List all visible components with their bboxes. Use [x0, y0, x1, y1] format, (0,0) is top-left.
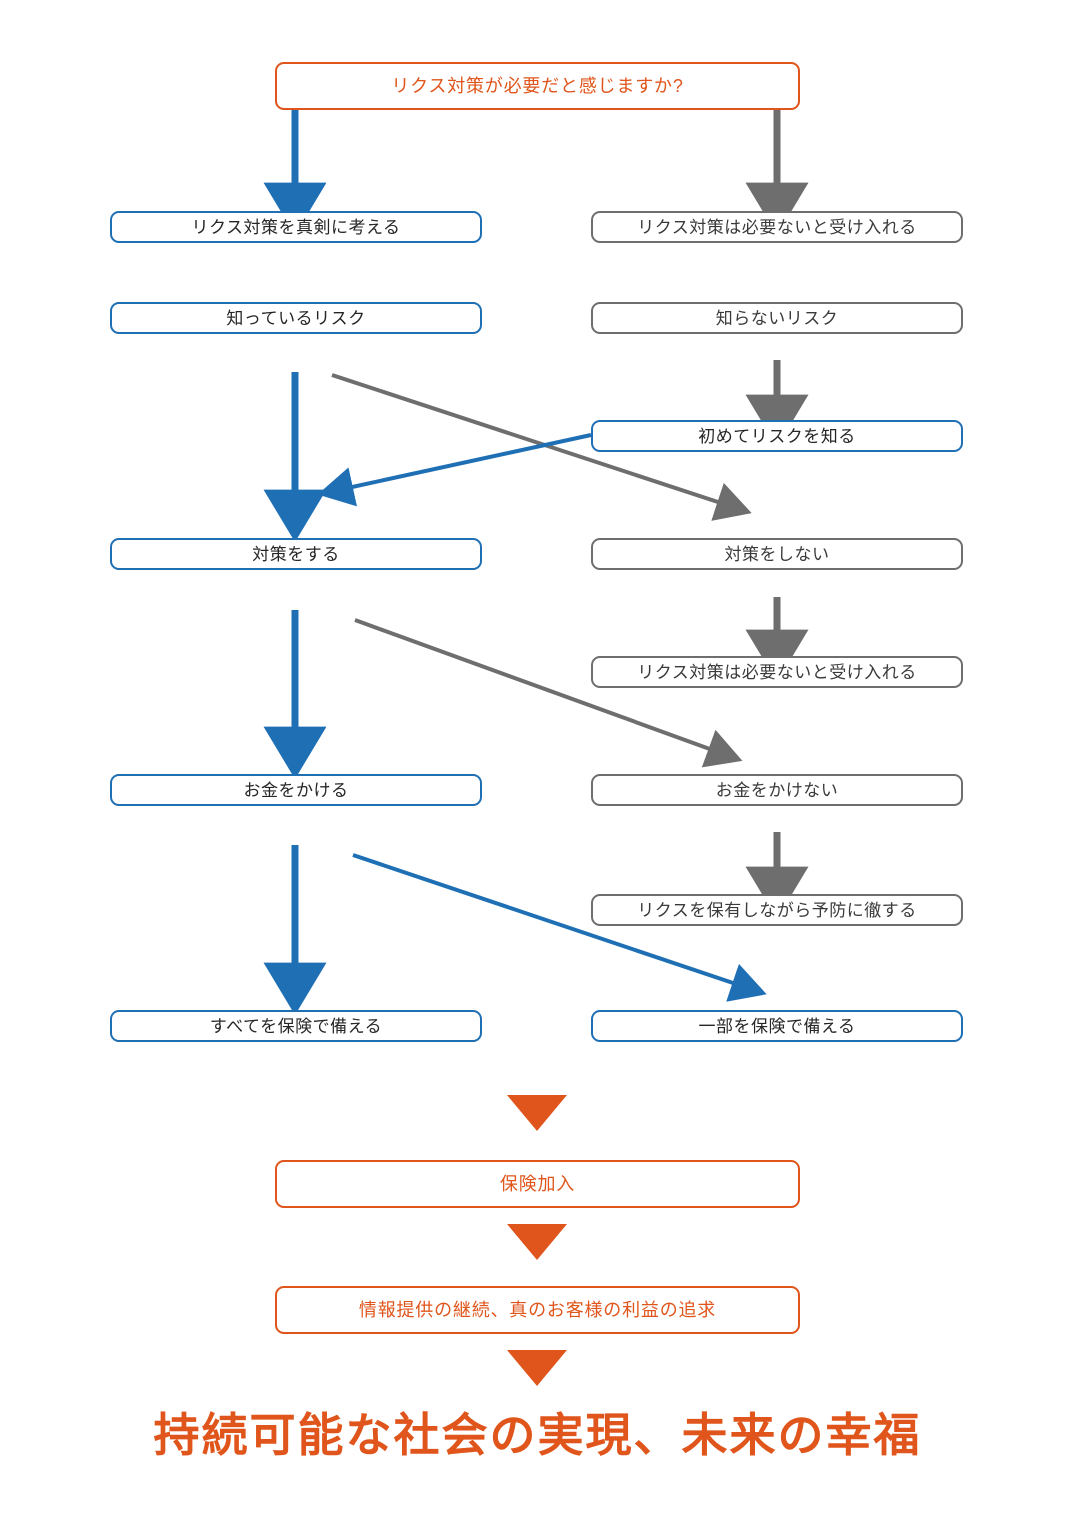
- node-label: 情報提供の継続、真のお客様の利益の追求: [358, 1300, 717, 1320]
- node-insurance-enrollment[interactable]: 保険加入: [275, 1160, 800, 1208]
- node-label: 初めてリスクを知る: [698, 426, 856, 446]
- node-label: 対策をする: [252, 544, 340, 564]
- node-no-money[interactable]: お金をかけない: [591, 774, 963, 806]
- node-insure-partially[interactable]: 一部を保険で備える: [591, 1010, 963, 1042]
- node-insure-everything[interactable]: すべてを保険で備える: [110, 1010, 482, 1042]
- triangle-arrow-down-2: [507, 1224, 567, 1260]
- node-label: リクス対策を真剣に考える: [191, 217, 401, 237]
- node-label: リクス対策が必要だと感じますか?: [391, 76, 684, 96]
- node-label: リクスを保有しながら予防に徹する: [637, 900, 917, 920]
- node-label: リクス対策は必要ないと受け入れる: [637, 217, 917, 237]
- triangle-arrow-down-1: [507, 1095, 567, 1131]
- node-label: 保険加入: [499, 1174, 576, 1194]
- node-no-measures[interactable]: 対策をしない: [591, 538, 963, 570]
- node-label: 対策をしない: [724, 544, 830, 564]
- node-consider-seriously[interactable]: リクス対策を真剣に考える: [110, 211, 482, 243]
- node-label: 一部を保険で備える: [698, 1016, 856, 1036]
- arrow-diagonal-blue-to-left4: [317, 433, 592, 507]
- outcome-headline: 持続可能な社会の実現、未来の幸福: [0, 1412, 1075, 1458]
- node-label: お金をかけない: [715, 780, 839, 800]
- node-spend-money[interactable]: お金をかける: [110, 774, 482, 806]
- node-take-measures[interactable]: 対策をする: [110, 538, 482, 570]
- node-label: お金をかける: [243, 780, 349, 800]
- node-learn-risk-first-time[interactable]: 初めてリスクを知る: [591, 420, 963, 452]
- node-label: すべてを保険で備える: [209, 1016, 383, 1036]
- node-label: リクス対策は必要ないと受け入れる: [637, 662, 917, 682]
- node-retain-risk-prevention[interactable]: リクスを保有しながら予防に徹する: [591, 894, 963, 926]
- node-label: 知っているリスク: [226, 308, 366, 328]
- node-label: 知らないリスク: [715, 308, 839, 328]
- outcome-text: 持続可能な社会の実現、未来の幸福: [153, 1409, 922, 1461]
- node-accept-no-countermeasure-2[interactable]: リクス対策は必要ないと受け入れる: [591, 656, 963, 688]
- node-root-question[interactable]: リクス対策が必要だと感じますか?: [275, 62, 800, 110]
- node-known-risk[interactable]: 知っているリスク: [110, 302, 482, 334]
- node-continued-info-customer-benefit[interactable]: 情報提供の継続、真のお客様の利益の追求: [275, 1286, 800, 1334]
- triangle-arrow-down-3: [507, 1350, 567, 1386]
- node-unknown-risk[interactable]: 知らないリスク: [591, 302, 963, 334]
- node-accept-no-countermeasure-1[interactable]: リクス対策は必要ないと受け入れる: [591, 211, 963, 243]
